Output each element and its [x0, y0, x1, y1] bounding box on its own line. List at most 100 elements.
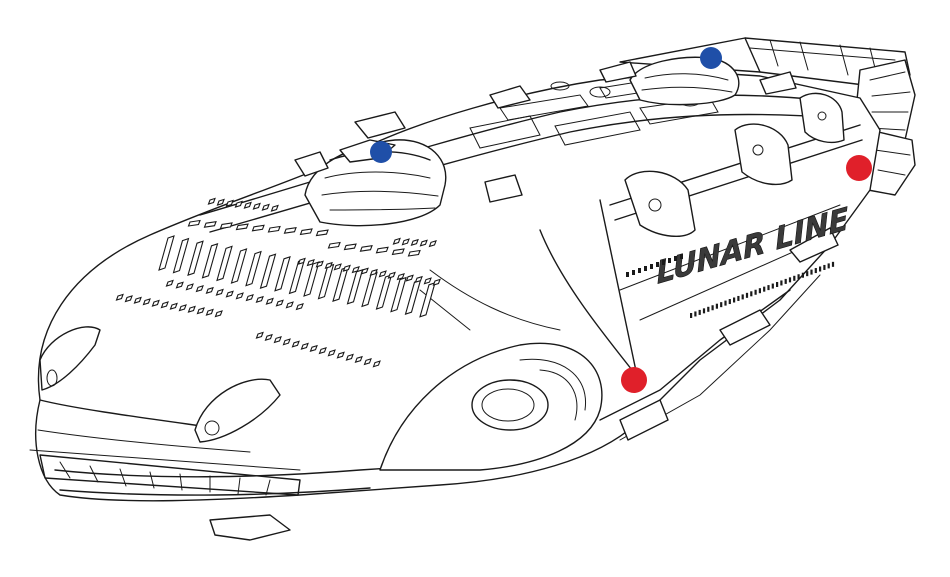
deck-dash [327, 349, 336, 357]
porthole [788, 277, 792, 283]
porthole [680, 254, 683, 259]
vent-slot [274, 255, 291, 292]
deck-dash [306, 259, 315, 267]
deck-dash [216, 198, 225, 206]
side-pods [39, 92, 845, 443]
deck-dash [245, 294, 254, 302]
deck-dash [363, 358, 372, 366]
vent-row [158, 235, 436, 318]
deck-dash [133, 296, 142, 304]
deck-dash [225, 199, 234, 207]
deck-dash [351, 266, 360, 274]
deck-dash [315, 260, 324, 268]
marker-blue-2 [700, 47, 722, 69]
deck-dash [285, 301, 294, 309]
aft-dome [629, 56, 740, 106]
deck-dash [160, 301, 169, 309]
vent-slot [172, 237, 190, 274]
vent-slot [346, 268, 364, 305]
porthole [819, 266, 822, 272]
deck-dash [291, 340, 300, 348]
deck-dash [372, 360, 381, 368]
porthole [823, 264, 826, 270]
deck-dash [419, 239, 428, 247]
deck-dash [300, 342, 309, 350]
porthole [827, 263, 830, 269]
deck-dash [369, 268, 378, 277]
porthole [715, 303, 718, 309]
porthole [698, 309, 701, 315]
porthole [784, 278, 787, 284]
deck-dash [151, 299, 160, 307]
porthole [763, 286, 766, 292]
deck-dash [315, 229, 329, 237]
deck-dash [432, 278, 441, 286]
porthole [668, 258, 671, 263]
deck-dash [243, 201, 252, 209]
deck-dash [235, 292, 244, 300]
porthole [724, 300, 727, 306]
deck-dash [345, 353, 354, 361]
porthole [662, 260, 665, 265]
porthole [831, 261, 835, 267]
deck-dash [275, 299, 284, 307]
stern-deck [619, 37, 916, 196]
deck-dash [401, 238, 410, 246]
deck-dash [327, 241, 341, 249]
vent-slot [245, 250, 262, 287]
porthole [711, 305, 714, 311]
deck-dash [124, 295, 133, 303]
deck-dash [359, 245, 373, 252]
deck-dash [295, 303, 304, 311]
porthole [650, 264, 653, 269]
deck-dash [219, 222, 233, 230]
deck-dash [261, 203, 270, 211]
deck-dash [333, 263, 342, 271]
deck-dash [196, 307, 205, 315]
porthole [793, 275, 796, 281]
dash-rows [115, 197, 441, 368]
deck-dash [428, 240, 437, 248]
deck-dash [396, 273, 405, 281]
deck-dash [360, 267, 369, 275]
porthole-row-upper [626, 254, 683, 277]
deck-dash [187, 219, 201, 227]
deck-dash [407, 249, 421, 257]
deck-dash [342, 264, 351, 272]
porthole [797, 274, 800, 280]
porthole [737, 295, 740, 301]
deck-dash [165, 279, 174, 287]
vent-slot [216, 245, 233, 282]
porthole [720, 302, 723, 308]
vent-slot [390, 276, 407, 313]
deck-dash [378, 270, 387, 278]
vent-slot [158, 235, 175, 271]
deck-dash [187, 305, 196, 313]
porthole [776, 282, 779, 287]
deck-dash [234, 200, 243, 208]
porthole [806, 271, 809, 277]
deck-dash [354, 355, 363, 364]
porthole [644, 266, 647, 271]
deck-dash [255, 295, 264, 304]
deck-dash [343, 243, 357, 251]
deck-dash [255, 331, 264, 339]
deck-dash [265, 297, 274, 305]
deck-dash [267, 225, 281, 233]
deck-dash [225, 290, 234, 298]
deck-dash [185, 283, 194, 291]
deck-dash [252, 202, 261, 210]
deck-dash [324, 261, 333, 270]
deck-dash [414, 275, 423, 284]
deck-dash [309, 344, 318, 353]
porthole [750, 291, 753, 297]
vent-slot [419, 281, 436, 318]
deck-dash [387, 271, 396, 279]
deck-dash [375, 246, 389, 254]
deck-dash [142, 298, 151, 306]
porthole [801, 272, 804, 278]
marker-red-2 [621, 367, 647, 393]
porthole [728, 299, 731, 305]
